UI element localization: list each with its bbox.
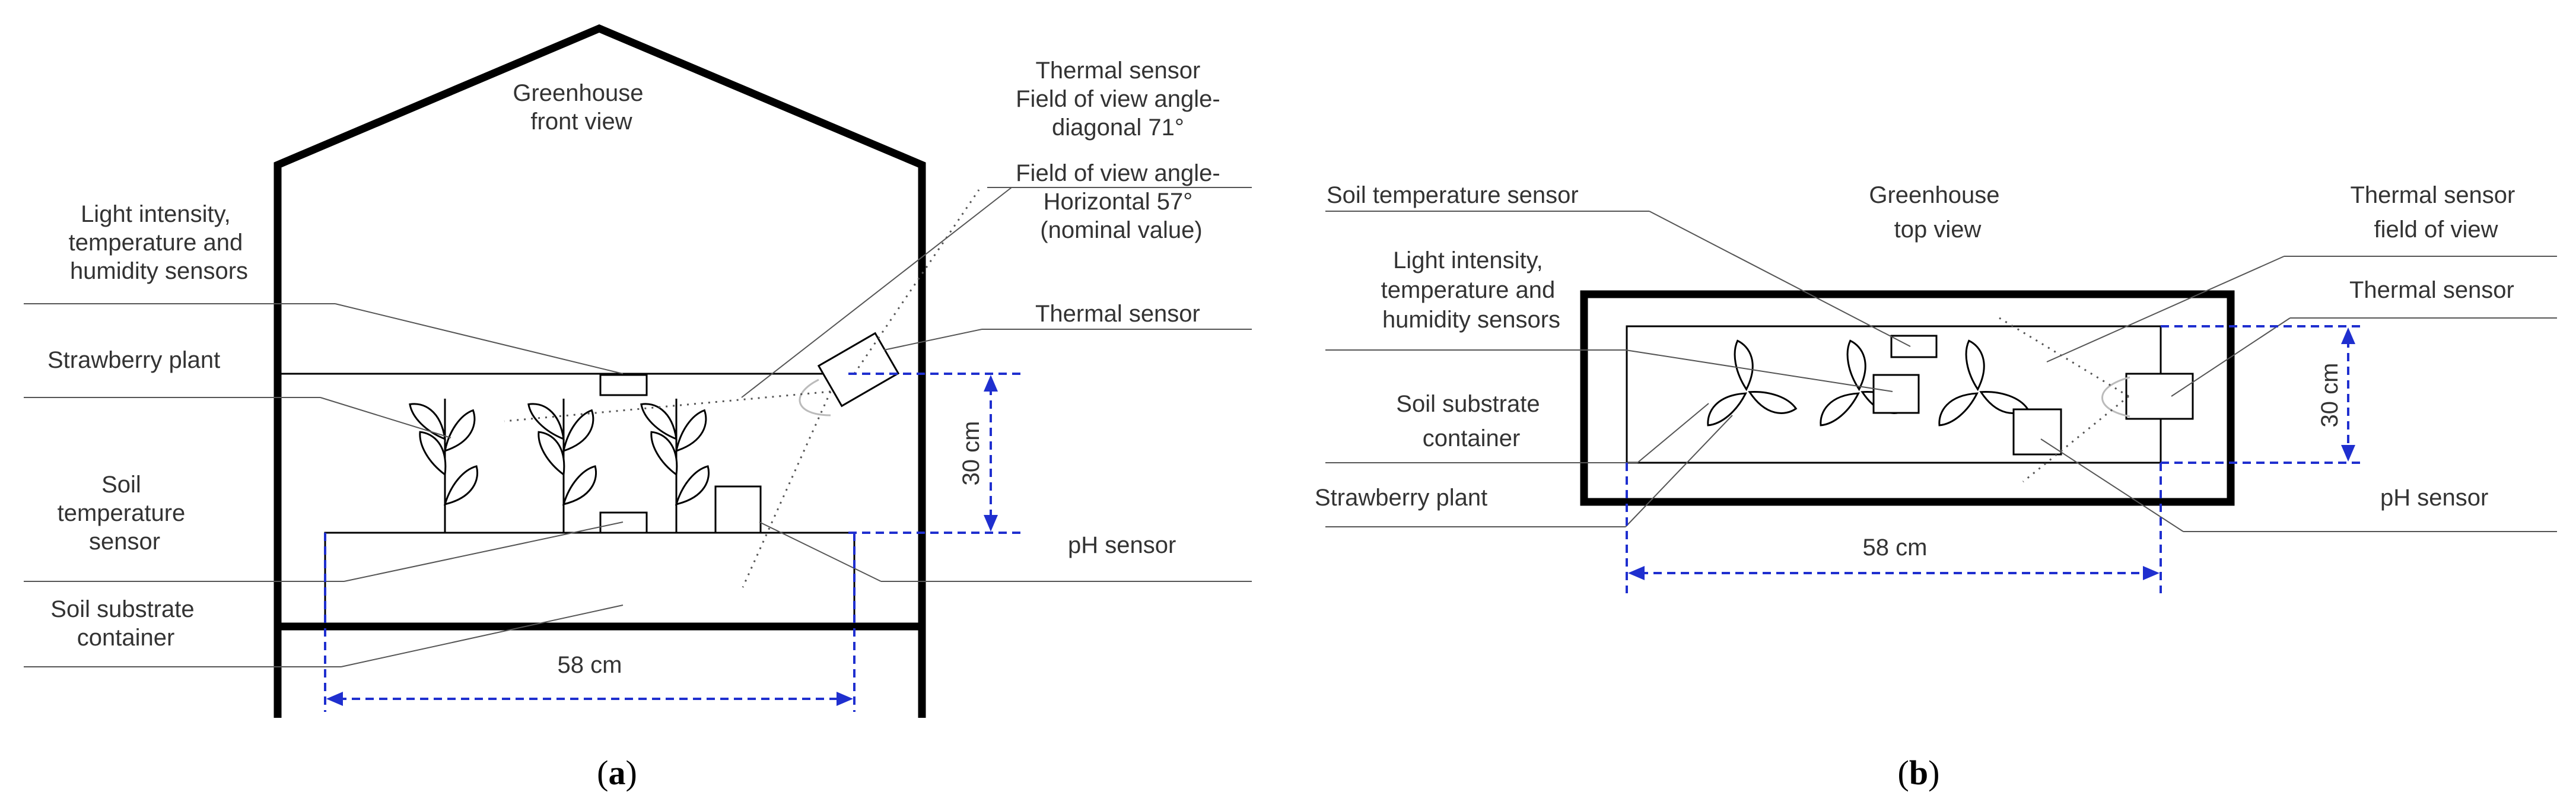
greenhouse-outline-front bbox=[273, 24, 926, 718]
thermal-fov-label-front: Thermal sensor Field of view angle- diag… bbox=[1016, 58, 1227, 243]
thermal-sensor-label-front: Thermal sensor bbox=[1035, 301, 1200, 327]
leader-thermal-fov-front bbox=[741, 187, 1012, 398]
strawberry-plant-label-front: Strawberry plant bbox=[47, 347, 220, 373]
dim-arrow-down-top bbox=[2341, 445, 2355, 462]
fov-line-top-1 bbox=[1999, 317, 2129, 397]
fov-line-front-2 bbox=[742, 391, 832, 588]
fov-line-top-2 bbox=[2022, 395, 2129, 483]
soil-temp-label-top: Soil temperature sensor bbox=[1327, 182, 1579, 208]
strawberry-plant-front-2 bbox=[521, 397, 603, 533]
title-front: Greenhouse front view bbox=[513, 80, 650, 135]
ph-sensor-label-front: pH sensor bbox=[1068, 532, 1176, 558]
leader-thermal-top bbox=[2171, 317, 2291, 397]
thermal-sensor-label-top: Thermal sensor bbox=[2349, 277, 2514, 303]
leader-soiltemp-top bbox=[1649, 211, 1911, 347]
height-dim-label-top: 30 cm bbox=[2317, 363, 2343, 428]
thermal-lens-front bbox=[799, 378, 831, 416]
title-top: Greenhouse top view bbox=[1869, 182, 2006, 243]
thermal-lens-top bbox=[2101, 376, 2130, 418]
fov-line-front-1 bbox=[504, 390, 831, 422]
leader-ph-top bbox=[2040, 438, 2184, 532]
strawberry-plant-front-1 bbox=[403, 397, 484, 533]
panel-b: Greenhouse top view Soil temperature sen… bbox=[1315, 182, 2557, 792]
leader-light-top bbox=[1625, 349, 1893, 392]
leader-soiltemp-front bbox=[344, 521, 624, 582]
greenhouse-outline-top bbox=[1580, 290, 2235, 506]
soil-temp-sensor-box-top bbox=[1890, 335, 1938, 358]
leader-container-front bbox=[341, 605, 624, 667]
width-dim-label-front: 58 cm bbox=[558, 652, 622, 678]
thermal-fov-label-top: Thermal sensor field of view bbox=[2351, 182, 2522, 243]
strawberry-plant-front-3 bbox=[634, 397, 715, 533]
soil-container-label-top: Soil substrate container bbox=[1396, 391, 1546, 451]
light-sensor-box-front bbox=[599, 374, 648, 396]
leader-plant-top bbox=[1625, 415, 1733, 527]
dim-arrow-left-top bbox=[1628, 566, 1645, 580]
light-sensors-label-top: Light intensity, temperature and humidit… bbox=[1381, 247, 1562, 333]
dim-arrow-right-top bbox=[2143, 566, 2160, 580]
ph-sensor-label-top: pH sensor bbox=[2380, 485, 2488, 511]
thermal-sensor-box-top bbox=[2125, 373, 2194, 420]
ph-sensor-box-front bbox=[714, 485, 762, 534]
soil-container-label-front: Soil substrate container bbox=[50, 596, 201, 651]
leader-ph-front bbox=[759, 521, 882, 582]
thermal-sensor-box-front bbox=[817, 332, 900, 408]
caption-b: (b) bbox=[1898, 753, 1940, 792]
strawberry-plant-top-1 bbox=[1701, 337, 1799, 433]
dim-arrow-down-front bbox=[984, 515, 998, 532]
dim-arrow-left-front bbox=[326, 692, 343, 706]
soil-temp-label-front: Soil temperature sensor bbox=[58, 472, 192, 555]
caption-a: (a) bbox=[597, 753, 637, 792]
dim-arrow-up-top bbox=[2341, 327, 2355, 344]
width-dim-label-top: 58 cm bbox=[1863, 535, 1928, 561]
light-sensors-label-front: Light intensity, temperature and humidit… bbox=[69, 201, 250, 284]
dim-arrow-up-front bbox=[984, 375, 998, 392]
leader-thermal-fov-top bbox=[2046, 256, 2285, 362]
soil-temp-sensor-box-front bbox=[599, 511, 648, 534]
fov-line-front-3 bbox=[853, 189, 980, 374]
leader-thermal-front bbox=[883, 329, 982, 351]
leader-container-top bbox=[1637, 403, 1709, 463]
panel-a: Greenhouse front view Thermal sensor Fie… bbox=[24, 24, 1252, 792]
strawberry-plant-label-top: Strawberry plant bbox=[1315, 485, 1487, 511]
light-sensor-box-top bbox=[1872, 374, 1920, 414]
dim-arrow-right-front bbox=[837, 692, 853, 706]
height-dim-label-front: 30 cm bbox=[958, 421, 984, 486]
leader-light-front bbox=[335, 303, 624, 374]
leader-plant-front bbox=[320, 397, 451, 438]
